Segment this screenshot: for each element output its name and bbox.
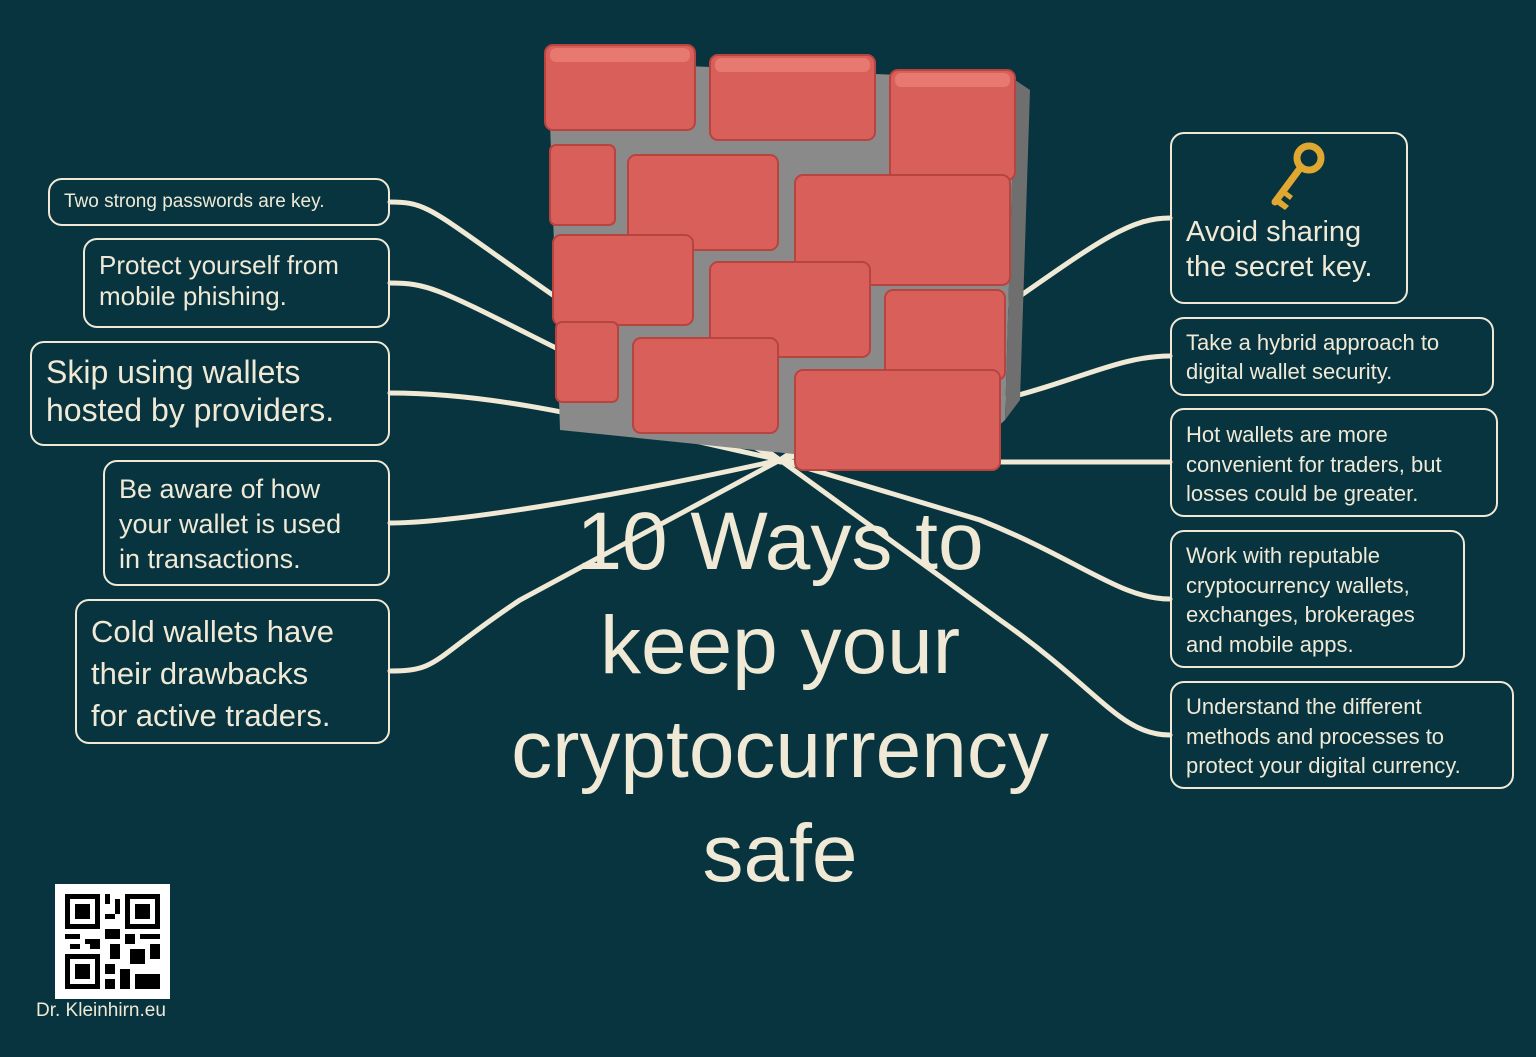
connector: [387, 457, 783, 674]
item-text: losses could be greater.: [1186, 481, 1419, 507]
item-text: your wallet is used: [119, 509, 342, 540]
item-text: Skip using wallets: [46, 354, 301, 390]
left-item-phishing: Protect yourself from mobile phishing.: [83, 238, 390, 328]
connector: [387, 199, 783, 463]
left-item-cold-wallets: Cold wallets have their drawbacks for ac…: [75, 599, 390, 744]
item-text: protect your digital currency.: [1186, 753, 1461, 779]
item-text: Work with reputable: [1186, 543, 1381, 568]
site-credit: Dr. Kleinhirn.eu: [36, 1000, 166, 1021]
connector: [777, 457, 1173, 602]
item-text: Take a hybrid approach to: [1186, 330, 1440, 355]
item-text: exchanges, brokerages: [1186, 602, 1415, 628]
item-text: Two strong passwords are key.: [64, 191, 325, 212]
left-item-passwords: Two strong passwords are key.: [48, 178, 390, 226]
item-text: convenient for traders, but: [1186, 451, 1442, 477]
right-item-secret-key: Avoid sharing the secret key.: [1170, 132, 1408, 304]
item-text: cryptocurrency wallets,: [1186, 572, 1410, 598]
title-line: safe: [702, 808, 858, 899]
title-line: keep your: [599, 600, 961, 691]
connector: [387, 457, 783, 526]
title-line: 10 Ways to: [576, 496, 984, 587]
left-item-hosted-wallets: Skip using wallets hosted by providers.: [30, 341, 390, 446]
right-item-hot-wallets: Hot wallets are more convenient for trad…: [1170, 408, 1498, 517]
connector: [387, 280, 783, 463]
left-item-transactions: Be aware of how your wallet is used in t…: [103, 460, 390, 586]
right-item-understand: Understand the different methods and pro…: [1170, 681, 1514, 789]
item-text: their drawbacks: [91, 655, 309, 691]
item-text: for active traders.: [91, 697, 331, 733]
connector: [777, 457, 1173, 738]
item-text: methods and processes to: [1186, 723, 1445, 749]
item-text: in transactions.: [119, 544, 301, 575]
item-text: mobile phishing.: [99, 281, 287, 312]
item-text: hosted by providers.: [46, 392, 335, 429]
item-text: Be aware of how: [119, 474, 321, 504]
item-text: Hot wallets are more: [1186, 422, 1388, 447]
item-text: digital wallet security.: [1186, 358, 1393, 384]
key-icon: [1271, 142, 1325, 210]
item-text: the secret key.: [1186, 250, 1373, 283]
qr-code[interactable]: [55, 884, 170, 999]
item-text: Protect yourself from: [99, 250, 339, 280]
right-item-hybrid: Take a hybrid approach to digital wallet…: [1170, 317, 1494, 396]
right-item-reputable: Work with reputable cryptocurrency walle…: [1170, 530, 1465, 668]
item-text: Understand the different: [1186, 694, 1422, 719]
central-title: 10 Ways to keep your cryptocurrency safe: [430, 490, 1130, 906]
item-text: Cold wallets have: [91, 614, 334, 649]
item-text: Avoid sharing: [1186, 216, 1362, 248]
item-text: and mobile apps.: [1186, 632, 1354, 658]
title-line: cryptocurrency: [511, 704, 1049, 795]
